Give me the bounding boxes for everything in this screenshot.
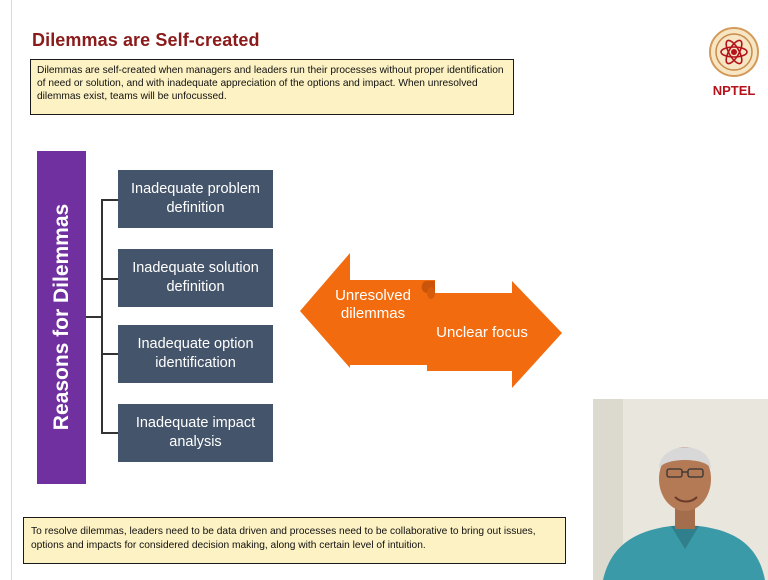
unclear-focus-label: Unclear focus bbox=[436, 324, 528, 341]
presenter-video-icon bbox=[593, 399, 768, 580]
reason-box: Inadequate problem definition bbox=[118, 170, 273, 228]
tree-connector-branch bbox=[101, 199, 118, 201]
reasons-vertical-label: Reasons for Dilemmas bbox=[50, 203, 73, 431]
reason-box: Inadequate impact analysis bbox=[118, 404, 273, 462]
conclusion-textbox: To resolve dilemmas, leaders need to be … bbox=[23, 517, 566, 564]
reason-text: Inadequate problem definition bbox=[131, 181, 260, 216]
tree-connector-branch bbox=[101, 353, 118, 355]
reasons-vertical-bar bbox=[37, 151, 86, 484]
intro-textbox: Dilemmas are self-created when managers … bbox=[30, 59, 514, 115]
tree-connector-root bbox=[86, 316, 102, 318]
tree-connector-branch bbox=[101, 278, 118, 280]
unresolved-dilemmas-label: Unresolved dilemmas bbox=[335, 287, 411, 322]
conclusion-text: To resolve dilemmas, leaders need to be … bbox=[31, 526, 536, 551]
left-arrow-shape bbox=[300, 253, 435, 368]
tree-connector-stem bbox=[101, 199, 103, 432]
logo-label: NPTEL bbox=[712, 83, 756, 98]
reason-text: Inadequate solution definition bbox=[132, 260, 259, 295]
nptel-logo-icon bbox=[709, 27, 759, 77]
reason-text: Inadequate impact analysis bbox=[135, 415, 256, 450]
slide-title: Dilemmas are Self-created bbox=[32, 30, 260, 50]
intro-text: Dilemmas are self-created when managers … bbox=[37, 65, 504, 102]
double-arrow-graphic bbox=[300, 253, 562, 388]
right-arrow-shape bbox=[427, 281, 562, 388]
nptel-logo: NPTEL bbox=[706, 22, 762, 104]
tree-connector-branch bbox=[101, 432, 118, 434]
presenter-video bbox=[593, 399, 768, 580]
reason-box: Inadequate option identification bbox=[118, 325, 273, 383]
dilemma-arrows: Unresolved dilemmas Unclear focus bbox=[300, 253, 562, 393]
reason-text: Inadequate option identification bbox=[137, 336, 254, 371]
reason-box: Inadequate solution definition bbox=[118, 249, 273, 307]
left-divider bbox=[11, 0, 12, 580]
